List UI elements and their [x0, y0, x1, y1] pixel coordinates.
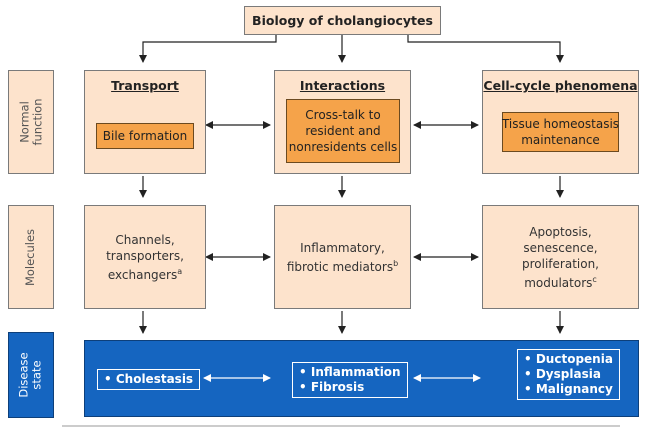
arrow-title-transport: [139, 34, 277, 63]
malignancy-item: • Malignancy: [524, 382, 613, 396]
cholestasis-box: • Cholestasis: [97, 369, 201, 390]
apoptosis-box: Apoptosis, senescence, proliferation, mo…: [482, 205, 639, 309]
dysplasia-item: • Dysplasia: [524, 367, 601, 381]
transport-box: Transport Bile formation: [84, 70, 206, 174]
ductopenia-item: • Ductopenia: [524, 352, 613, 366]
disease-band: • Cholestasis • Inflammation • Fibrosis …: [84, 340, 639, 417]
arrow-title-cellcycle: [407, 34, 564, 63]
inflammation-item: • Inflammation: [299, 365, 401, 379]
cell-cycle-box: Cell-cycle phenomena Tissue homeostasis …: [482, 70, 639, 174]
diagram-title: Biology of cholangiocytes: [244, 6, 441, 35]
inflammation-fibrosis-box: • Inflammation • Fibrosis: [292, 362, 408, 398]
cross-talk-box: Cross-talk to resident and nonresidents …: [286, 99, 400, 163]
cross-talk-text: Cross-talk to resident and nonresidents …: [288, 108, 398, 154]
footnote-b: b: [393, 258, 399, 268]
row-label-normal-function: Normal function: [8, 70, 54, 174]
footnote-c: c: [592, 274, 597, 284]
cell-cycle-heading: Cell-cycle phenomena: [483, 78, 638, 93]
row-label-molecules: Molecules: [8, 205, 54, 309]
channels-box: Channels, transporters, exchangersa: [84, 205, 206, 309]
tissue-homeostasis-box: Tissue homeostasis maintenance: [502, 112, 619, 152]
ductopenia-box: • Ductopenia • Dysplasia • Malignancy: [517, 349, 620, 400]
cholestasis-item: • Cholestasis: [104, 372, 194, 386]
mediators-text: Inflammatory, fibrotic mediators: [286, 240, 394, 274]
diagram-title-text: Biology of cholangiocytes: [252, 12, 433, 28]
bile-formation-box: Bile formation: [96, 123, 194, 149]
fibrosis-item: • Fibrosis: [299, 380, 365, 394]
interactions-box: Interactions Cross-talk to resident and …: [274, 70, 411, 174]
interactions-heading: Interactions: [299, 78, 386, 93]
transport-heading: Transport: [111, 78, 179, 93]
row-label-disease-state: Disease state: [8, 332, 54, 418]
footnote-a: a: [177, 266, 183, 276]
tissue-homeostasis-text: Tissue homeostasis maintenance: [501, 117, 620, 147]
apoptosis-text: Apoptosis, senescence, proliferation, mo…: [522, 224, 599, 290]
mediators-box: Inflammatory, fibrotic mediatorsb: [274, 205, 411, 309]
bile-formation-text: Bile formation: [102, 129, 188, 143]
channels-text: Channels, transporters, exchangers: [106, 232, 184, 282]
